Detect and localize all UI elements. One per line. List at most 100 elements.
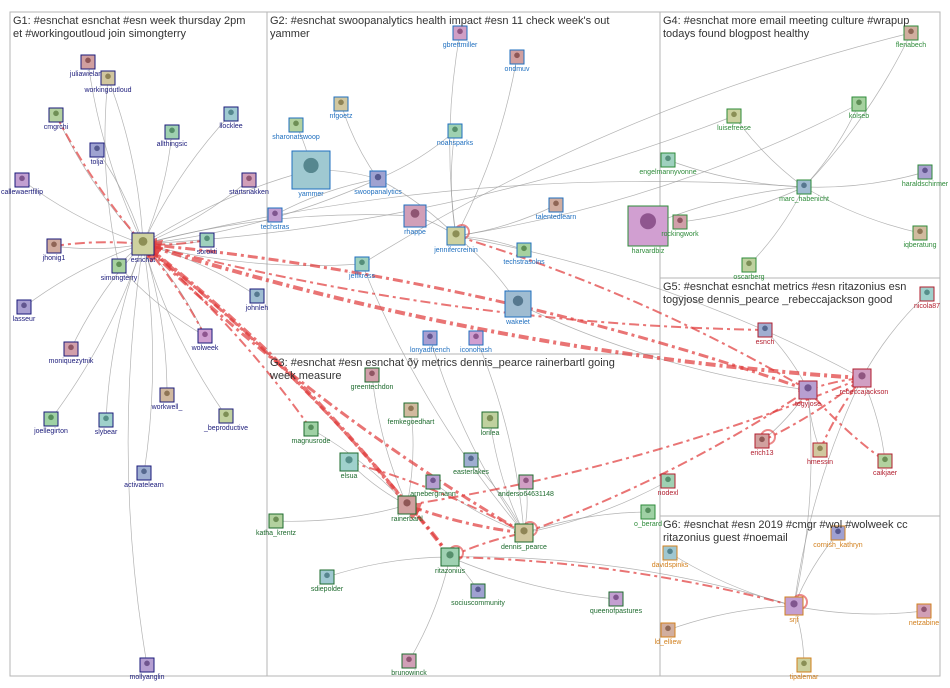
node-techstras[interactable]: techstras: [261, 207, 290, 231]
node-srjf[interactable]: srjf: [784, 596, 804, 624]
node-queenofpastures[interactable]: queenofpastures: [590, 591, 643, 615]
node-iconohash[interactable]: iconohash: [460, 330, 492, 354]
node-rhappe[interactable]: rhappe: [403, 204, 427, 236]
node-avatar-head-jennifercreinin: [452, 230, 460, 238]
node-caikjaer[interactable]: caikjaer: [873, 453, 898, 477]
node-yammer[interactable]: yammer: [291, 150, 331, 198]
node-rockingwork[interactable]: rockingwork: [661, 214, 699, 238]
edge-strong-esnch-esnchat: [142, 241, 766, 331]
node-simongterry[interactable]: simongterry: [101, 258, 138, 282]
node-label-haraldschirmer: haraldschirmer: [902, 181, 949, 188]
node-lonyadfrench[interactable]: lonyadfrench: [410, 330, 450, 354]
node-o_berard[interactable]: o_berard: [634, 504, 662, 528]
node-greentechdon[interactable]: greentechdon: [351, 367, 394, 391]
node-ritazonius[interactable]: ritazonius: [435, 547, 465, 575]
edge-strong-dennis_pearce-rainerbartl: [405, 502, 525, 535]
node-joellegirton[interactable]: joellegirton: [33, 411, 68, 435]
node-haraldschirmer[interactable]: haraldschirmer: [902, 164, 949, 188]
node-togyjose[interactable]: togyjose: [795, 380, 821, 408]
node-esnchat[interactable]: esnchat: [131, 232, 156, 264]
node-jennifercreinin[interactable]: jennifercreinin: [433, 226, 478, 254]
node-techstrasolns[interactable]: techstrasolns: [503, 242, 545, 266]
node-slybear[interactable]: slybear: [95, 412, 118, 436]
node-dennis_pearce[interactable]: dennis_pearce: [501, 523, 547, 551]
node-nicola87[interactable]: nicola87: [914, 286, 940, 310]
node-lorilea[interactable]: lorilea: [481, 411, 500, 437]
node-noahsparks[interactable]: noahsparks: [437, 123, 474, 147]
node-flenabech[interactable]: flenabech: [896, 25, 926, 49]
node-mollyanglin[interactable]: mollyanglin: [129, 657, 165, 681]
edge-strong-ritazonius-esnchat: [141, 242, 452, 558]
node-tipalemar[interactable]: tipalemar: [790, 657, 819, 681]
node-_rebeccajackson[interactable]: _rebeccajackson: [835, 368, 889, 396]
node-engelmannyvonne[interactable]: engelmannyvonne: [639, 152, 697, 176]
node-jhonig1[interactable]: jhonig1: [42, 238, 66, 262]
node-luisefreese[interactable]: luisefreese: [717, 108, 751, 132]
node-elsua[interactable]: elsua: [339, 452, 359, 480]
node-llocklee[interactable]: llocklee: [219, 106, 243, 130]
node-activatelearn[interactable]: activatelearn: [124, 465, 164, 489]
node-gbrettmiller[interactable]: gbrettmiller: [443, 25, 478, 49]
node-avatar-head-sorokti: [204, 235, 210, 242]
node-lasseur[interactable]: lasseur: [13, 299, 36, 323]
node-sdiepolder[interactable]: sdiepolder: [311, 569, 344, 593]
node-wakelet[interactable]: wakelet: [504, 290, 532, 326]
node-workingoutloud[interactable]: workingoutloud: [83, 70, 132, 94]
node-talentedlearn[interactable]: talentedlearn: [536, 197, 577, 221]
node-anderso64631148[interactable]: anderso64631148: [498, 474, 554, 498]
node-brunowinck[interactable]: brunowinck: [391, 653, 427, 677]
node-netzabine[interactable]: netzabine: [909, 603, 939, 627]
node-jeffkross[interactable]: jeffkross: [348, 256, 375, 280]
node-workwell_[interactable]: workwell_: [151, 387, 183, 411]
node-swoopanalytics[interactable]: swoopanalytics: [354, 170, 402, 196]
node-label-caikjaer: caikjaer: [873, 470, 898, 477]
node-magnusrode[interactable]: magnusrode: [292, 421, 331, 445]
edges-layer: [21, 32, 928, 666]
node-esnch[interactable]: esnch: [756, 322, 775, 346]
node-kolseb[interactable]: kolseb: [849, 96, 869, 120]
node-avatar-head-startsnakken: [246, 175, 252, 182]
node-juliawieland[interactable]: juliawieland: [69, 54, 106, 78]
node-label-sdiepolder: sdiepolder: [311, 586, 344, 593]
node-_beproductive[interactable]: _beproductive: [203, 408, 248, 432]
node-avatar-head-joellegirton: [48, 414, 54, 421]
node-johnleh[interactable]: johnleh: [245, 288, 269, 312]
node-cornish_kathryn[interactable]: cornish_kathryn: [813, 525, 863, 549]
node-wolweek[interactable]: wolweek: [191, 328, 219, 352]
node-avatar-head-magnusrode: [308, 424, 314, 431]
node-katha_krentz[interactable]: katha_krentz: [256, 513, 297, 537]
node-moniquezytnik[interactable]: moniquezytnik: [49, 341, 94, 365]
node-label-sorokti: sorokti: [197, 249, 218, 256]
node-avatar-head-sdiepolder: [324, 572, 330, 579]
node-ld_elliew[interactable]: ld_elliew: [655, 622, 683, 646]
node-label-slybear: slybear: [95, 429, 118, 436]
node-sorokti[interactable]: sorokti: [197, 232, 218, 256]
node-rainerbartl[interactable]: rainerbartl: [391, 495, 423, 523]
node-sociuscommunity[interactable]: sociuscommunity: [451, 583, 505, 607]
node-nodexl[interactable]: nodexl: [658, 473, 679, 497]
node-harvardbiz[interactable]: harvardbiz: [627, 205, 669, 255]
node-avatar-head-lasseur: [21, 302, 27, 309]
node-femkegoedhart[interactable]: femkegoedhart: [388, 402, 435, 426]
node-hmessin[interactable]: hmessin: [807, 442, 833, 466]
node-arnebergmann[interactable]: arnebergmann: [410, 474, 456, 498]
node-callewaertfilip[interactable]: callewaertfilip: [1, 172, 43, 196]
node-marc_habenicht[interactable]: marc_habenicht: [779, 179, 829, 203]
node-iqberatung[interactable]: iqberatung: [903, 225, 937, 249]
node-avatar-head-easterlakes: [468, 455, 474, 462]
node-tolja[interactable]: tolja: [89, 142, 105, 166]
node-label-ondmuv: ondmuv: [505, 66, 530, 73]
node-easterlakes[interactable]: easterlakes: [453, 452, 489, 476]
node-avatar-head-llocklee: [228, 109, 234, 116]
node-startsnakken[interactable]: startsnakken: [229, 172, 269, 196]
node-erich13[interactable]: erich13: [751, 433, 774, 457]
node-cmgrchi[interactable]: cmgrchi: [44, 107, 69, 131]
node-avatar-head-moniquezytnik: [68, 344, 74, 351]
node-sharonatswoop[interactable]: sharonatswoop: [272, 117, 320, 141]
node-nfgoetz[interactable]: nfgoetz: [330, 96, 353, 120]
node-ondmuv[interactable]: ondmuv: [505, 49, 530, 73]
node-davidspinks[interactable]: davidspinks: [652, 545, 689, 569]
node-oscarberg[interactable]: oscarberg: [733, 257, 765, 281]
node-label-nfgoetz: nfgoetz: [330, 113, 353, 120]
node-allthingsic[interactable]: allthingsic: [157, 124, 188, 148]
